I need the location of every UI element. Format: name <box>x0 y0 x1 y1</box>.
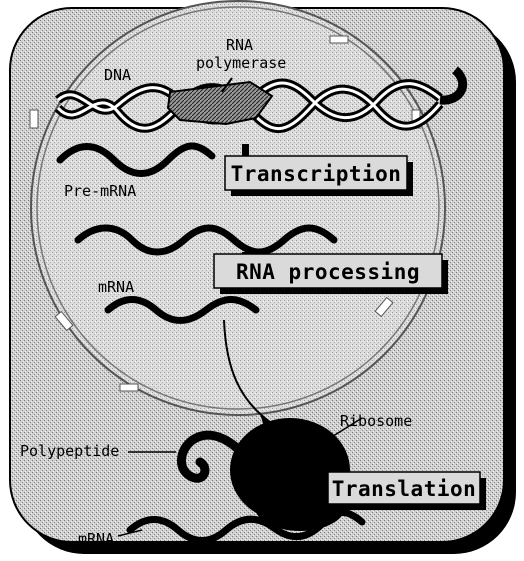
mrna-cytoplasm-label: mRNA <box>78 530 114 548</box>
transcription-box: Transcription <box>225 156 413 196</box>
translation-box: Translation <box>328 472 486 510</box>
polymerase-label: polymerase <box>196 54 286 72</box>
transcription-label: Transcription <box>231 162 402 186</box>
dna-label: DNA <box>104 66 131 84</box>
rna-processing-label: RNA processing <box>236 260 420 284</box>
pre-mrna-label: Pre-mRNA <box>64 182 136 200</box>
polypeptide-label: Polypeptide <box>20 442 119 460</box>
translation-label: Translation <box>332 477 477 501</box>
nuclear-pore <box>120 384 138 391</box>
ribosome-label: Ribosome <box>340 412 412 430</box>
rna-label: RNA <box>226 36 253 54</box>
mrna-nucleus-label: mRNA <box>98 278 134 296</box>
nuclear-pore <box>330 36 348 43</box>
rna-processing-box: RNA processing <box>214 254 448 294</box>
nuclear-pore <box>30 110 38 128</box>
